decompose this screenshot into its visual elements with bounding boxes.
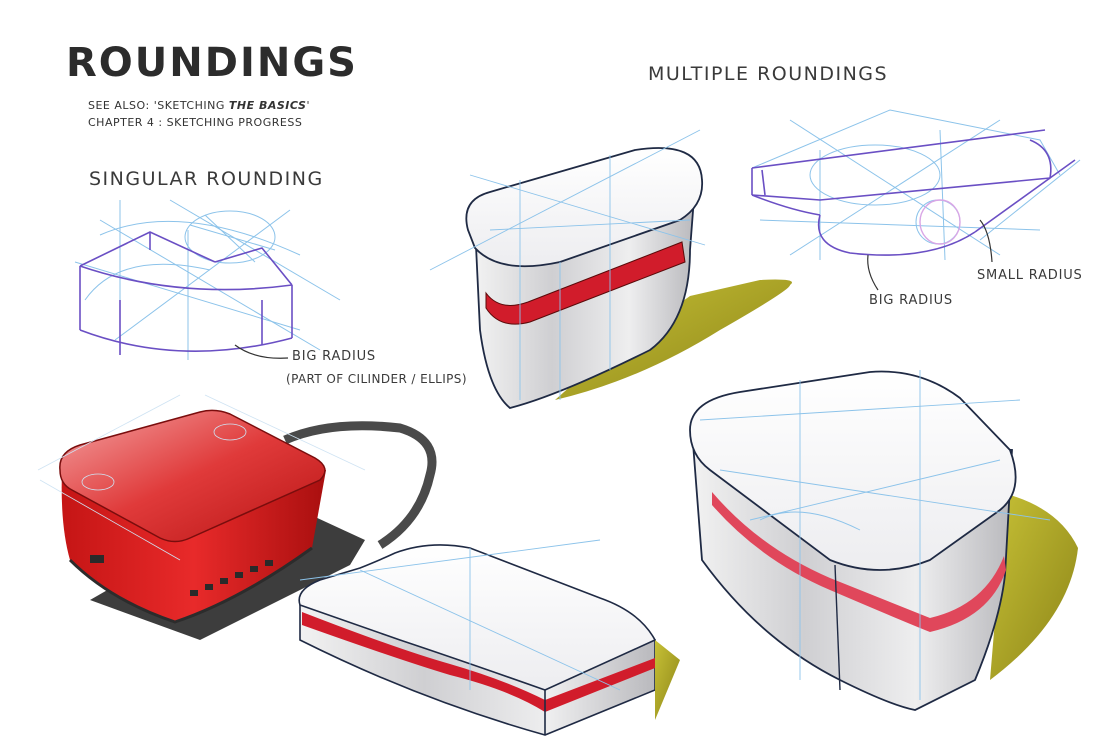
label-small-radius: SMALL RADIUS: [977, 268, 1083, 283]
red-device-sketch: [37, 394, 437, 640]
see-also-prefix: SEE ALSO:: [88, 99, 154, 112]
section-title-multiple: MULTIPLE ROUNDINGS: [648, 63, 889, 85]
curved-slab-sketch: [298, 539, 680, 736]
large-rounded-form-sketch: [689, 370, 1078, 711]
see-also-quote-close: ': [306, 99, 310, 112]
label-big-radius-multiple: BIG RADIUS: [869, 293, 953, 308]
page-title: ROUNDINGS: [66, 40, 358, 86]
see-also-quote-open: 'SKETCHING: [153, 99, 229, 112]
chapter-note: CHAPTER 4 : SKETCHING PROGRESS: [88, 116, 303, 129]
label-big-radius-note: (PART OF CILINDER / ELLIPS): [286, 372, 467, 386]
see-also-note: SEE ALSO: 'SKETCHING THE BASICS': [88, 99, 310, 112]
section-title-singular: SINGULAR ROUNDING: [89, 168, 324, 190]
singular-rounding-sketch: [74, 199, 341, 360]
see-also-emphasis: THE BASICS: [228, 99, 307, 112]
tall-rounded-form-sketch: [429, 129, 792, 409]
label-big-radius-singular: BIG RADIUS: [292, 349, 376, 364]
multiple-rounding-sketch: [751, 109, 1081, 291]
